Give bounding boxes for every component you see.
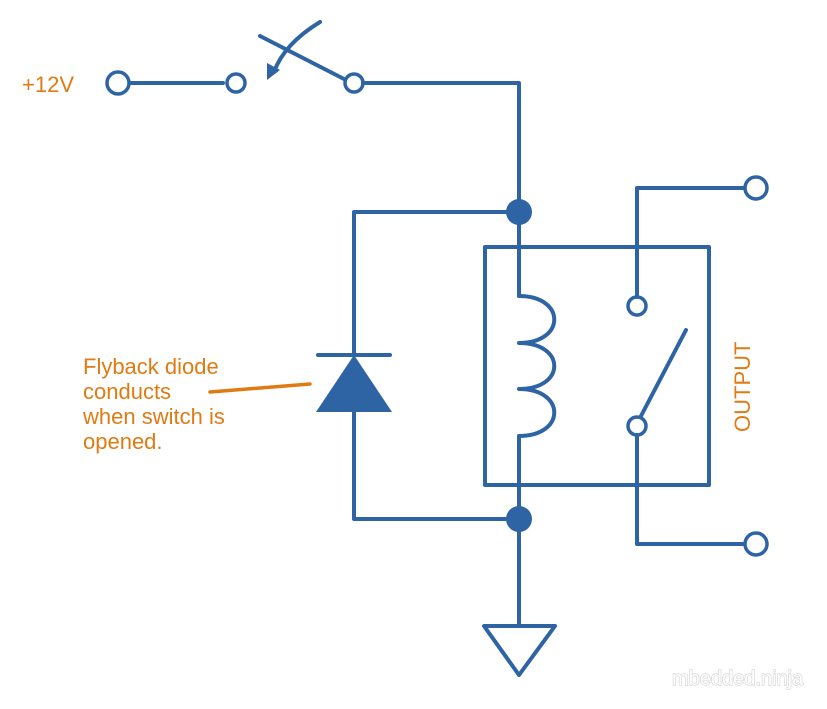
annotation-line-2: conducts [83, 379, 171, 404]
supply-terminal [105, 70, 131, 96]
switch-to-top-node-wire [361, 81, 521, 214]
diode-top-wire [352, 210, 521, 357]
diode-bottom-wire [352, 410, 521, 521]
output-label: OUTPUT [730, 342, 755, 432]
switch-contact-right [343, 72, 365, 94]
switch-actuation-arrow [272, 20, 322, 74]
annotation-text: Flyback diode conducts when switch is op… [82, 354, 231, 454]
output-lower-wire [635, 433, 746, 546]
relay-contact-arm [639, 328, 688, 418]
watermark: mbedded.ninja [672, 668, 804, 690]
diode-triangle [316, 355, 392, 412]
bottom-junction-node [506, 506, 532, 532]
relay-contact [626, 295, 688, 437]
ground-symbol-icon [482, 624, 557, 677]
relay-contact-lower [626, 415, 648, 437]
switch-contact-left [225, 72, 247, 94]
supply-label: +12V [22, 72, 74, 97]
input-switch [105, 20, 365, 96]
output-terminal-upper [743, 175, 769, 201]
switch-arrow-head-icon [267, 63, 280, 80]
flyback-diode [316, 353, 392, 412]
annotation-pointer [208, 382, 312, 394]
annotation-line-3: when switch is [82, 404, 225, 429]
relay-body [483, 245, 711, 487]
output-upper-wire [635, 186, 746, 299]
annotation-line-4: opened. [83, 429, 163, 454]
relay-contact-upper [626, 295, 648, 317]
top-junction-node [506, 199, 532, 225]
output-terminal-lower [743, 531, 769, 557]
switch-arm [258, 34, 348, 82]
annotation-line-1: Flyback diode [83, 354, 219, 379]
relay-coil [517, 294, 557, 438]
